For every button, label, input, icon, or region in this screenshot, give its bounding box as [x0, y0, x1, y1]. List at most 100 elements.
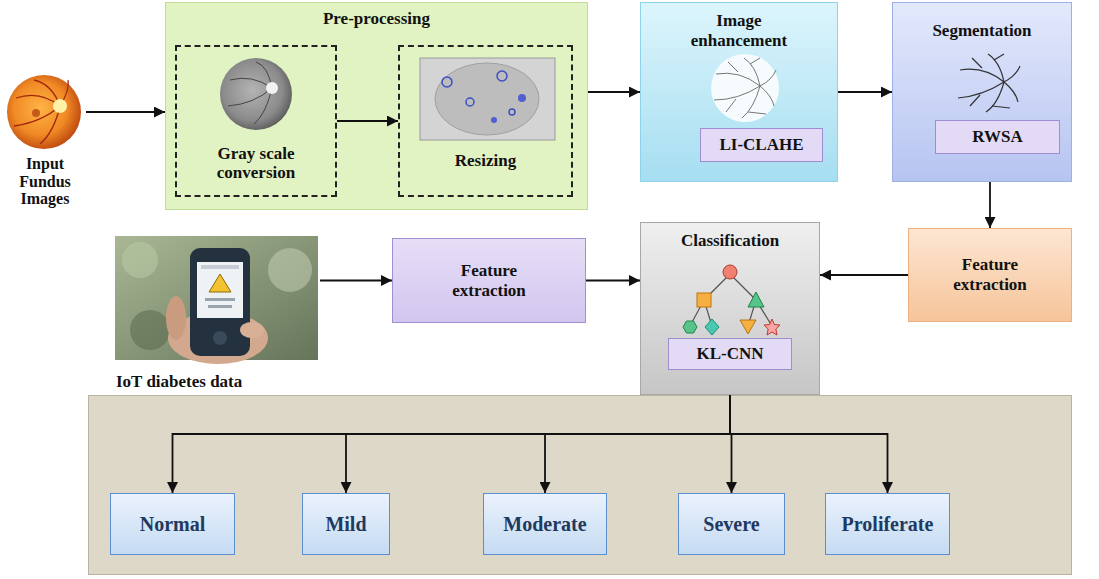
process-box: Feature extraction: [392, 238, 586, 323]
fundus-image-part: [7, 75, 81, 149]
gray-fundus-image-part-part: [256, 62, 272, 88]
fundus-image-part: [32, 109, 40, 117]
image-caption: Input Fundus Images: [4, 155, 86, 208]
resized-image-part: [509, 109, 515, 115]
box-label: Moderate: [503, 513, 586, 536]
segmented-vessel-image-part-part: [958, 82, 1004, 98]
dashed-box: Resizing: [398, 45, 573, 197]
method-box: KL-CNN: [668, 338, 792, 370]
flow-arrow: [346, 395, 730, 493]
image-node: IoT diabetes data: [112, 234, 320, 394]
box-label: Proliferate: [842, 513, 934, 536]
flow-arrow: [173, 395, 731, 493]
iot-device-photo: [115, 236, 318, 364]
enhanced-vessel-image: [711, 54, 779, 122]
tree-icon-part: [748, 292, 764, 307]
tree-icon-part: [705, 319, 719, 335]
tree-icon-part: [764, 319, 780, 335]
gray-fundus-image-part-part: [254, 88, 272, 124]
panel-title: Segmentation: [932, 21, 1031, 41]
segmented-vessel-image-part-part: [1004, 66, 1020, 82]
tree-icon-part-part: [690, 300, 704, 326]
iot-device-photo-part: [190, 248, 250, 356]
enhanced-vessel-image-part-part: [742, 86, 760, 118]
gray-fundus-image-part: [266, 82, 278, 94]
box-label: Feature extraction: [935, 255, 1045, 294]
fundus-image-part: [53, 99, 67, 113]
iot-device-photo-part: [122, 242, 158, 278]
box-label: Resizing: [455, 151, 516, 171]
dashed-box: Gray scale conversion: [175, 45, 337, 197]
tree-icon: [683, 265, 780, 335]
box-label: Feature extraction: [434, 261, 544, 300]
segmented-vessel-image-part-part: [988, 54, 1004, 82]
enhanced-vessel-image-part-part: [760, 86, 774, 106]
gray-fundus-image-part: [228, 62, 272, 124]
method-box: LI-CLAHE: [700, 128, 823, 162]
segmented-vessel-image-part-part: [986, 82, 1004, 112]
segmented-vessel-image-part-part: [1004, 82, 1018, 102]
resized-image: [420, 58, 555, 140]
box-label: Severe: [703, 513, 759, 536]
resized-image-part: [420, 58, 555, 140]
resized-image-part: [497, 71, 507, 81]
flow-arrow: [730, 395, 888, 493]
gray-fundus-image-part-part: [230, 78, 272, 88]
panel-title: Image enhancement: [679, 11, 799, 50]
panel-title: Pre-processing: [323, 9, 430, 29]
fundus-image-part-part: [16, 95, 60, 106]
enhanced-vessel-image-part-part: [748, 112, 766, 114]
process-box: Feature extraction: [908, 228, 1072, 322]
tree-icon-part: [740, 320, 756, 334]
class-box: Severe: [678, 493, 785, 555]
tree-icon-part-part: [756, 300, 772, 326]
class-box: Proliferate: [825, 493, 950, 555]
enhanced-vessel-image-part-part: [744, 58, 760, 86]
flow-arrow: [337, 120, 398, 122]
tree-icon-part-part: [748, 300, 756, 326]
image-caption: IoT diabetes data: [116, 372, 242, 392]
box-label: Normal: [140, 513, 206, 536]
tree-icon-part-part: [730, 274, 756, 300]
tree-icon-part-part: [704, 300, 712, 326]
flow-arrow: [730, 395, 732, 493]
gray-fundus-image: [220, 58, 292, 130]
resized-image-part: [435, 63, 539, 135]
iot-device-photo-part: [268, 248, 312, 292]
enhanced-vessel-image-part-part: [728, 62, 738, 72]
fundus-image: [7, 75, 81, 149]
flow-arrow: [320, 280, 392, 282]
resized-image-part: [442, 77, 452, 87]
iot-device-photo-part: [240, 322, 264, 338]
iot-device-photo-part: [197, 262, 243, 318]
gray-fundus-image-part-part: [228, 88, 272, 106]
enhanced-vessel-image-part: [714, 58, 776, 118]
flow-arrow: [586, 280, 640, 282]
stage-panel: Pre-processingGray scale conversionResiz…: [165, 2, 588, 210]
gray-fundus-image-part: [220, 58, 292, 130]
panel-title: Classification: [681, 231, 779, 251]
flow-arrow: [820, 274, 908, 276]
class-box: Normal: [110, 493, 235, 555]
iot-device-photo-part: [166, 296, 186, 340]
tree-icon-part: [690, 274, 772, 326]
segmented-vessel-image-part-part: [972, 58, 982, 68]
enhanced-vessel-image-part: [711, 54, 779, 122]
iot-device-photo-part: [168, 312, 268, 364]
segmented-vessel-image-part-part: [992, 106, 1010, 108]
box-label: Mild: [325, 513, 366, 536]
tree-icon-part-part: [704, 274, 730, 300]
flow-arrow: [588, 91, 640, 93]
fundus-image-part-part: [60, 80, 68, 106]
tree-icon-part: [723, 265, 737, 279]
class-box: Mild: [302, 493, 390, 555]
resized-image-part: [491, 117, 497, 123]
fundus-image-part-part: [14, 106, 60, 126]
stage-panel: ClassificationKL-CNN: [640, 222, 820, 395]
resized-image-part: [518, 94, 526, 102]
iot-device-photo-part: [115, 236, 318, 360]
flow-arrow: [86, 111, 165, 113]
stage-panel: Image enhancementLI-CLAHE: [640, 2, 838, 182]
